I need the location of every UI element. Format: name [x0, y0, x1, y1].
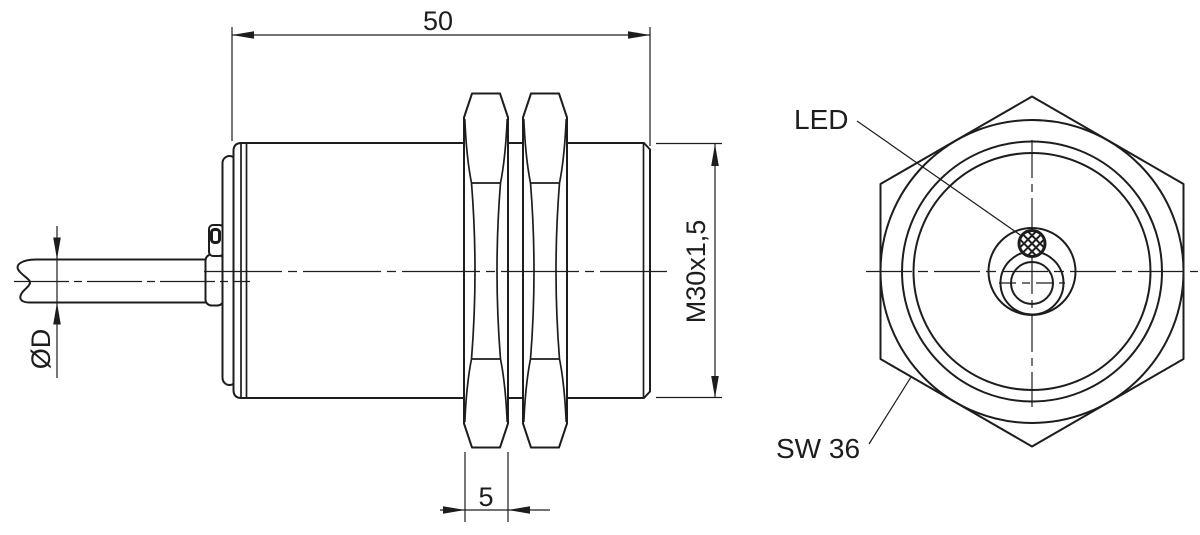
arrowhead-top [711, 144, 719, 166]
arrowhead-bottom [53, 302, 61, 325]
hex-nut-1 [463, 92, 509, 449]
front-view: LED SW 36 [776, 95, 1198, 464]
led-label: LED [794, 104, 848, 135]
arrowhead-left [232, 31, 254, 39]
wrench-size-leader-line [868, 376, 912, 445]
cable-break-squiggle [16, 258, 37, 304]
dimension-nut-width: 5 [440, 452, 550, 522]
dimension-length: 50 [231, 6, 651, 146]
sensor-body [232, 142, 651, 399]
dim-length-value: 50 [423, 6, 453, 36]
arrowhead-left [443, 506, 465, 514]
hex-nut-2-outline [522, 92, 568, 449]
cable-gland [204, 224, 225, 307]
hex-nut-1-outline [463, 92, 509, 449]
wrench-size-label: SW 36 [776, 433, 860, 464]
arrowhead-bottom [711, 376, 719, 398]
hex-nut-2 [522, 92, 568, 449]
gland-marking [210, 228, 221, 244]
dim-nut-width-value: 5 [478, 482, 493, 512]
cable [16, 258, 206, 304]
arrowhead-right [628, 31, 650, 39]
arrowhead-right [508, 506, 530, 514]
gland-body [204, 253, 225, 307]
side-view: 50 M30x1,5 5 ØD [14, 6, 722, 522]
dimension-thread: M30x1,5 [656, 142, 722, 399]
dim-thread-label: M30x1,5 [681, 220, 711, 324]
arrowhead-top [53, 237, 61, 260]
led-leader-line [856, 120, 1022, 236]
dim-cable-diameter-label: ØD [26, 329, 56, 370]
dimension-cable-diameter: ØD [26, 226, 61, 378]
